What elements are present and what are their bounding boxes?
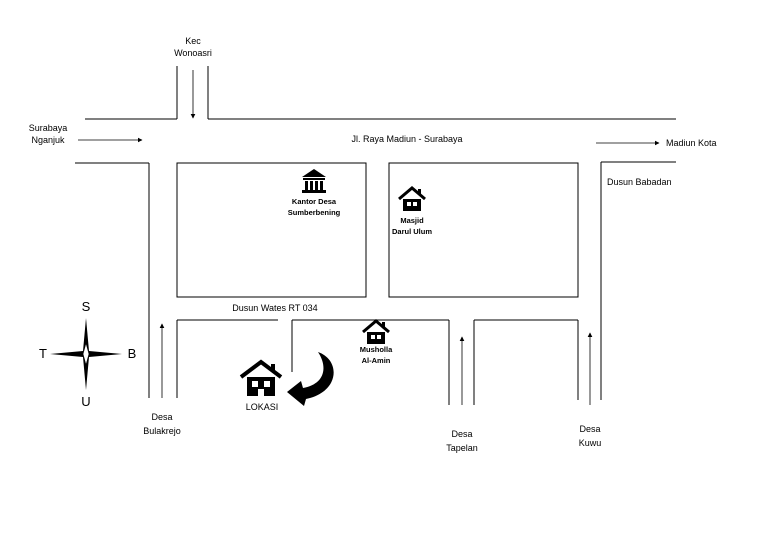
label-surabaya: Surabaya (29, 123, 68, 133)
label-desa-bulakrejo: Desa (151, 412, 172, 422)
musholla-house-icon (362, 319, 390, 344)
label-sumberbening: Sumberbening (288, 208, 341, 217)
label-kuwu: Kuwu (579, 438, 602, 448)
label-main-road: Jl. Raya Madiun - Surabaya (351, 134, 462, 144)
label-desa-tapelan: Desa (451, 429, 472, 439)
curved-arrow-icon (287, 352, 334, 406)
compass-east-label: T (39, 346, 47, 361)
label-wonoasri: Wonoasri (174, 48, 212, 58)
label-masjid: Masjid (400, 216, 424, 225)
label-dusun-babadan: Dusun Babadan (607, 177, 672, 187)
label-kec: Kec (185, 36, 201, 46)
label-bulakrejo: Bulakrejo (143, 426, 181, 436)
label-al-amin: Al-Amin (362, 356, 391, 365)
block-masjid (388, 162, 579, 298)
government-building-icon (302, 169, 326, 193)
compass-south-label: S (82, 299, 91, 314)
compass-west-label: B (128, 346, 137, 361)
label-tapelan: Tapelan (446, 443, 478, 453)
label-desa-kuwu: Desa (579, 424, 600, 434)
block-kantor-desa (176, 162, 367, 298)
direction-arrows (78, 70, 660, 405)
label-lokasi: LOKASI (246, 402, 279, 412)
label-dusun-wates: Dusun Wates RT 034 (232, 303, 317, 313)
label-madiun-kota: Madiun Kota (666, 138, 717, 148)
compass-rose (50, 318, 122, 390)
label-darul-ulum: Darul Ulum (392, 227, 432, 236)
label-kantor-desa: Kantor Desa (292, 197, 337, 206)
road-lines (75, 66, 676, 405)
label-musholla: Musholla (360, 345, 393, 354)
masjid-house-icon (398, 186, 426, 211)
compass-north-label: U (81, 394, 90, 409)
lokasi-house-icon (239, 359, 283, 396)
label-nganjuk: Nganjuk (31, 135, 65, 145)
